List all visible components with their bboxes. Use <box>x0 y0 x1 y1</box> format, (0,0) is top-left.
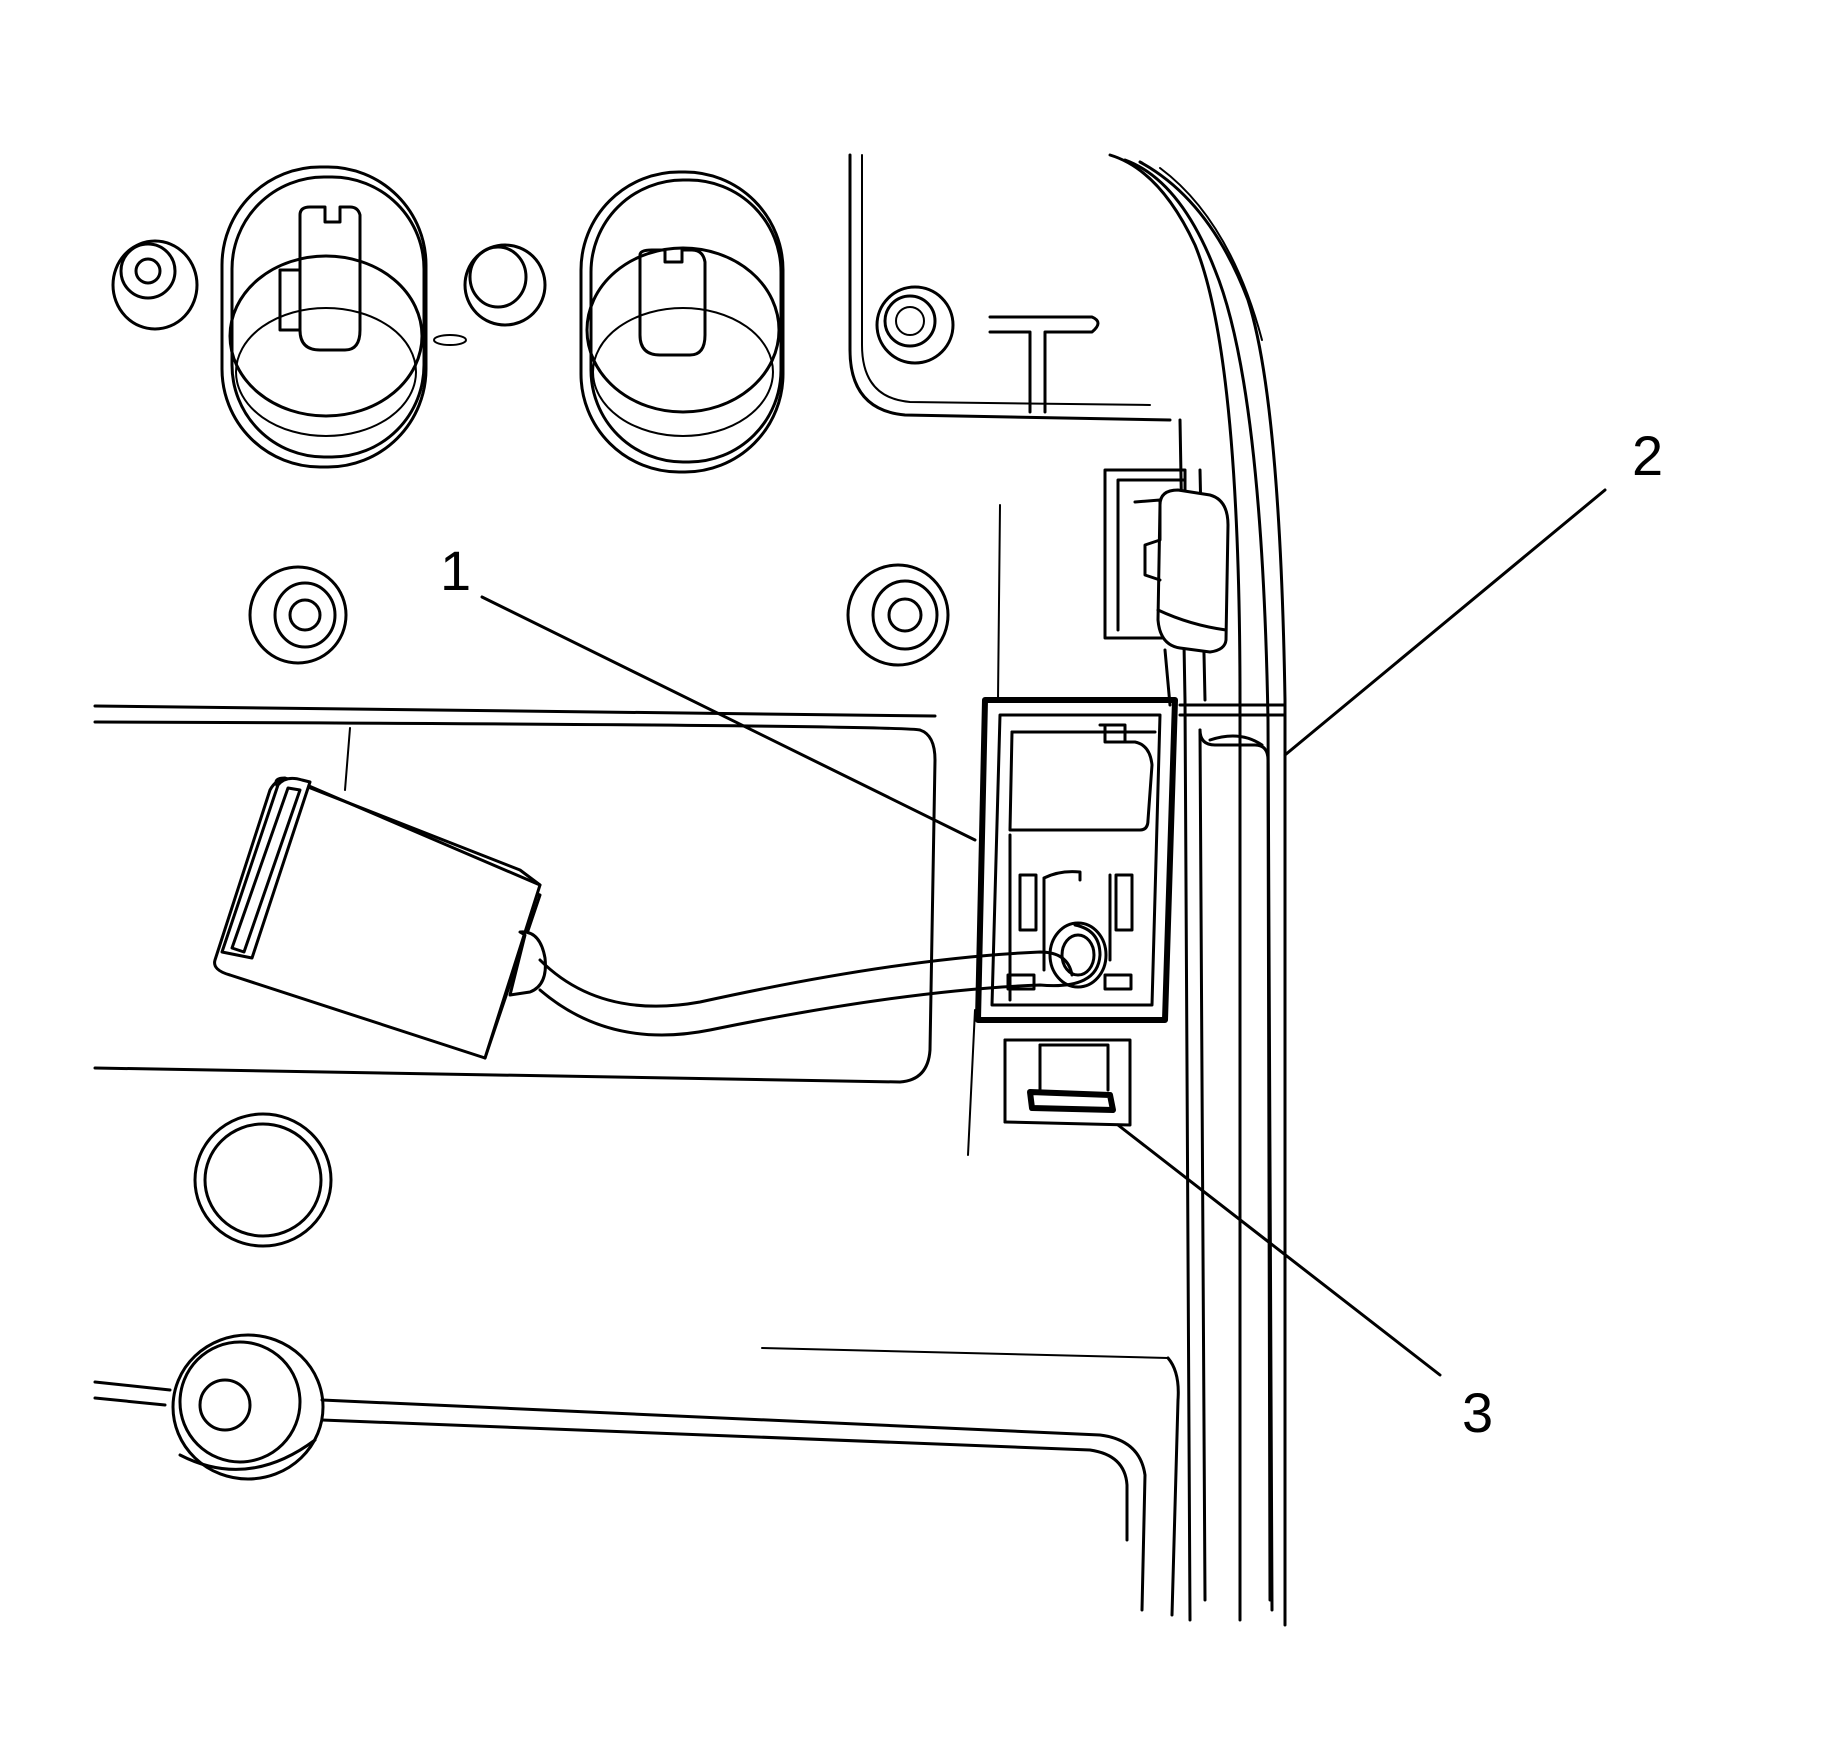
cushion-slot <box>93 704 937 1084</box>
fastener-bottom-left <box>171 1333 325 1481</box>
divider-line-lower <box>967 1009 976 1156</box>
webbing-guide <box>1103 468 1230 707</box>
buckle-cable <box>538 921 1108 1037</box>
adjuster-knob-left <box>220 165 428 469</box>
callout-3: 3 <box>1462 1381 1493 1444</box>
seat-back-trim-edge <box>1108 153 1287 1627</box>
leader-line-2 <box>1283 488 1607 757</box>
fastener-lower-left <box>193 1112 333 1248</box>
fastener-middle-right <box>846 563 950 667</box>
seat-belt-buckle <box>213 776 547 1060</box>
leader-lines <box>480 488 1607 1377</box>
leader-line-1 <box>480 595 977 842</box>
callout-1: 1 <box>440 539 471 602</box>
leader-line-3 <box>1116 1123 1442 1377</box>
adjuster-knob-right <box>579 170 785 474</box>
fastener-middle-left <box>248 565 348 665</box>
fastener-top-left <box>111 239 199 331</box>
upper-trim-panel <box>848 153 1172 422</box>
buckle-switch-bracket <box>975 697 1178 1023</box>
release-tab <box>1003 1038 1132 1127</box>
fastener-top-middle <box>433 243 547 346</box>
divider-line-upper <box>997 504 1001 701</box>
lower-seat-panel <box>93 1347 1180 1617</box>
callout-2: 2 <box>1632 424 1663 487</box>
